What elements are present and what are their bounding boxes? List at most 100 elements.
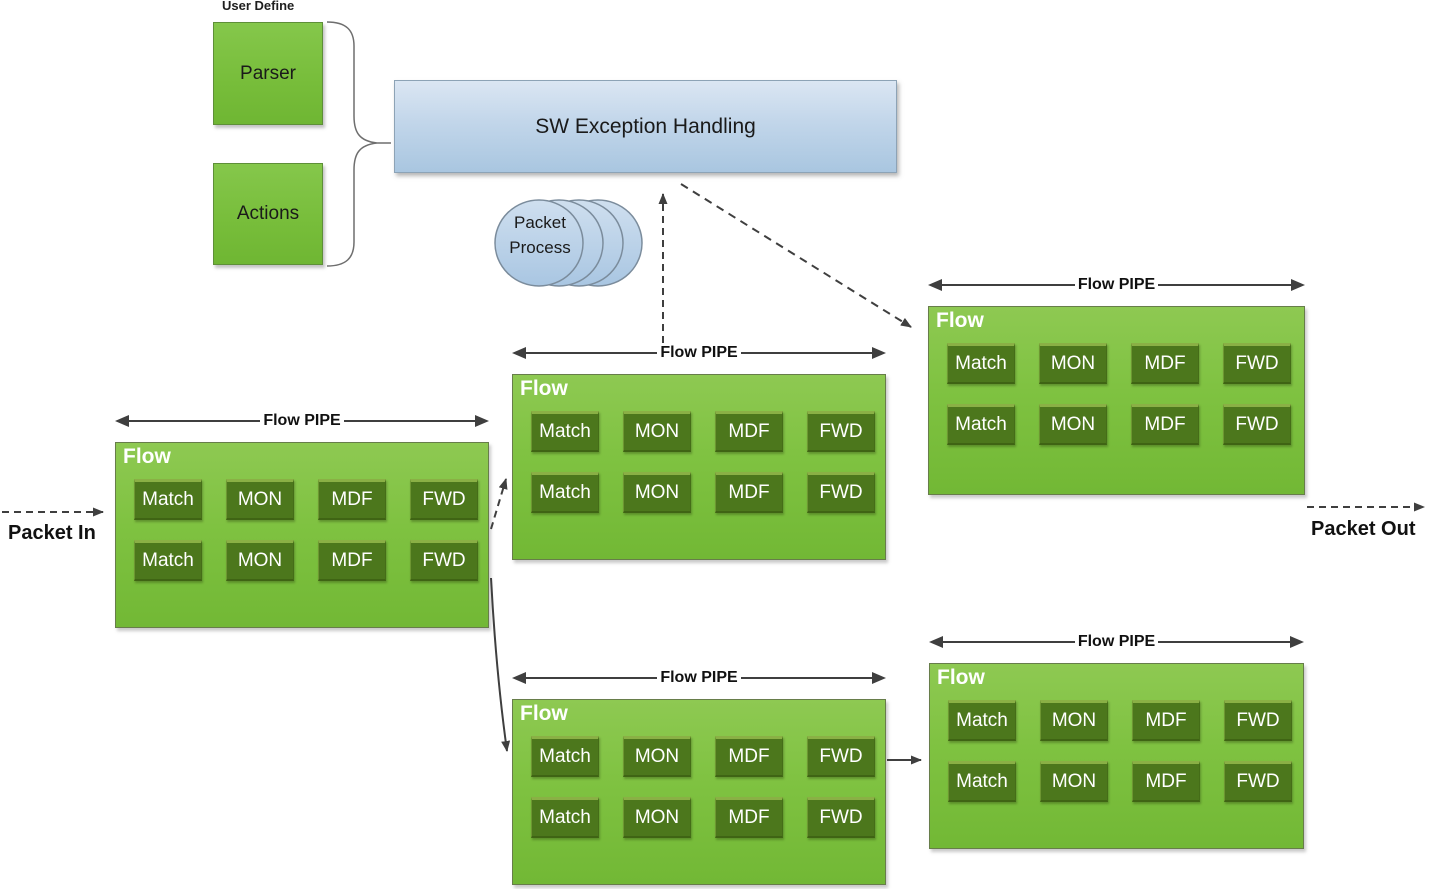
arrow-left-icon xyxy=(115,415,129,427)
left-to-center-bottom-arrow xyxy=(490,577,511,752)
flow-label: Flow xyxy=(520,702,568,725)
stage-row: Match MON MDF FWD xyxy=(134,479,478,520)
stage-row: Match MON MDF FWD xyxy=(531,736,875,777)
stage-box-match: Match xyxy=(134,540,202,581)
stage-box-mdf: MDF xyxy=(715,411,783,452)
stage-box-mon: MON xyxy=(1039,343,1107,384)
packet-in-label: Packet In xyxy=(8,522,96,544)
left-to-center-top-arrow xyxy=(490,478,508,530)
stage-box-fwd: FWD xyxy=(807,736,875,777)
stage-box-mdf: MDF xyxy=(715,797,783,838)
stage-box-mdf: MDF xyxy=(715,736,783,777)
stage-box-match: Match xyxy=(948,700,1016,741)
flow-label: Flow xyxy=(520,377,568,400)
arrow-left-icon xyxy=(928,279,942,291)
stage-box-mdf: MDF xyxy=(1132,761,1200,802)
flow-pipe-header: Flow PIPE xyxy=(928,275,1305,295)
stage-box-match: Match xyxy=(531,736,599,777)
stage-row: Match MON MDF FWD xyxy=(134,540,478,581)
stage-box-fwd: FWD xyxy=(807,411,875,452)
stage-row: Match MON MDF FWD xyxy=(531,472,875,513)
packet-process-group: Packet Process xyxy=(488,194,653,294)
flow-pipe-label: Flow PIPE xyxy=(660,344,738,361)
stage-box-match: Match xyxy=(947,404,1015,445)
flow-pipe-header: Flow PIPE xyxy=(512,343,886,363)
flow-pipe-label: Flow PIPE xyxy=(1077,633,1156,650)
stage-box-mdf: MDF xyxy=(715,472,783,513)
stage-box-match: Match xyxy=(531,411,599,452)
flow-pipe-label: Flow PIPE xyxy=(1077,276,1156,293)
packet-process-label: Packet Process xyxy=(509,213,571,257)
parser-label: Parser xyxy=(240,62,296,84)
stage-box-mon: MON xyxy=(623,797,691,838)
stage-box-mon: MON xyxy=(1040,700,1108,741)
parser-box: Parser xyxy=(213,22,323,125)
stage-row: Match MON MDF FWD xyxy=(531,797,875,838)
stage-box-fwd: FWD xyxy=(410,479,478,520)
arrow-right-icon xyxy=(872,347,886,359)
stage-box-match: Match xyxy=(134,479,202,520)
stage-row: Match MON MDF FWD xyxy=(947,404,1291,445)
stage-box-mon: MON xyxy=(1039,404,1107,445)
stage-row: Match MON MDF FWD xyxy=(948,700,1292,741)
stage-box-fwd: FWD xyxy=(1223,343,1291,384)
stage-box-fwd: FWD xyxy=(410,540,478,581)
flow-pipe-label: Flow PIPE xyxy=(660,669,738,686)
stage-row: Match MON MDF FWD xyxy=(947,343,1291,384)
arrow-right-icon xyxy=(475,415,489,427)
stage-box-mdf: MDF xyxy=(318,479,386,520)
actions-box: Actions xyxy=(213,163,323,265)
flow-label: Flow xyxy=(936,309,984,332)
stage-box-match: Match xyxy=(531,472,599,513)
arrow-right-icon xyxy=(1291,279,1305,291)
sw-exception-label: SW Exception Handling xyxy=(535,114,756,138)
arrow-right-icon xyxy=(872,672,886,684)
stage-row: Match MON MDF FWD xyxy=(948,761,1292,802)
flow-pipe-header: Flow PIPE xyxy=(929,632,1304,652)
stage-box-fwd: FWD xyxy=(1224,761,1292,802)
stage-box-mdf: MDF xyxy=(318,540,386,581)
stage-box-mon: MON xyxy=(226,479,294,520)
stage-box-mon: MON xyxy=(623,411,691,452)
arrow-left-icon xyxy=(512,347,526,359)
stage-box-mon: MON xyxy=(226,540,294,581)
arrow-left-icon xyxy=(512,672,526,684)
sw-exception-box: SW Exception Handling xyxy=(394,80,897,173)
exception-to-right-top-arrow xyxy=(680,183,912,328)
user-define-brace xyxy=(326,21,391,267)
stage-box-mon: MON xyxy=(623,736,691,777)
stage-box-match: Match xyxy=(948,761,1016,802)
flow-label: Flow xyxy=(937,666,985,689)
stage-box-fwd: FWD xyxy=(807,472,875,513)
stage-row: Match MON MDF FWD xyxy=(531,411,875,452)
arrow-left-icon xyxy=(929,636,943,648)
stage-box-fwd: FWD xyxy=(1223,404,1291,445)
stage-box-mdf: MDF xyxy=(1131,404,1199,445)
stage-box-mdf: MDF xyxy=(1132,700,1200,741)
flow-pipe-label: Flow PIPE xyxy=(263,412,341,429)
flow-pipe-header: Flow PIPE xyxy=(115,411,489,431)
flow-pipe-header: Flow PIPE xyxy=(512,668,886,688)
stage-box-mon: MON xyxy=(1040,761,1108,802)
stage-box-fwd: FWD xyxy=(807,797,875,838)
stage-box-match: Match xyxy=(947,343,1015,384)
stage-box-match: Match xyxy=(531,797,599,838)
arrow-right-icon xyxy=(1290,636,1304,648)
stage-box-mdf: MDF xyxy=(1131,343,1199,384)
packet-process-ellipses xyxy=(494,199,643,287)
packet-out-label: Packet Out xyxy=(1311,518,1416,540)
user-define-label: User Define xyxy=(222,0,295,13)
stage-box-mon: MON xyxy=(623,472,691,513)
stage-box-fwd: FWD xyxy=(1224,700,1292,741)
